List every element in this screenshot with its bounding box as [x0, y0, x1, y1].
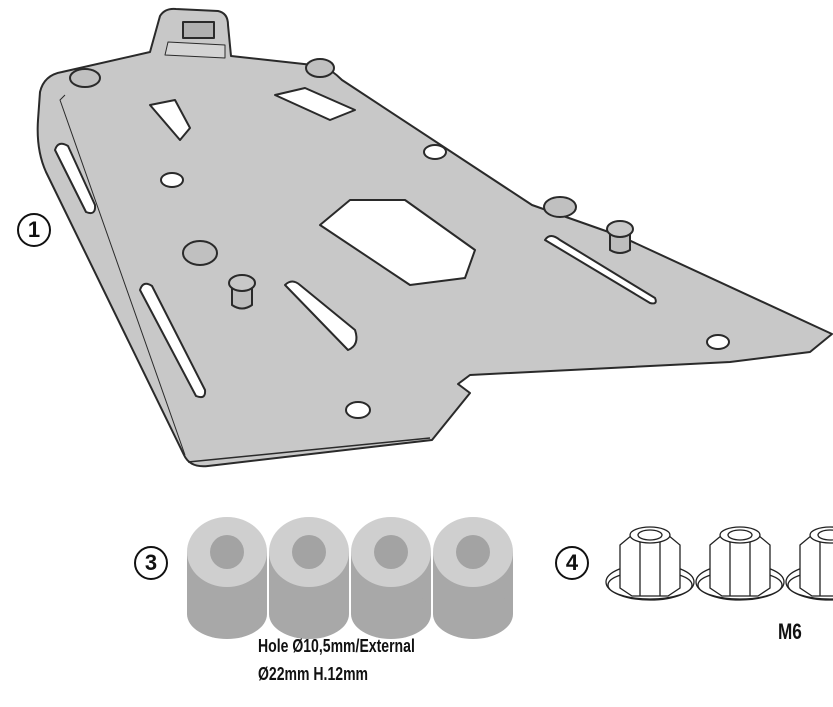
- nut-size-label: M6: [778, 619, 802, 644]
- part-callout-3: 3: [134, 546, 168, 580]
- rack-plate-drawing: [36, 7, 833, 468]
- spacer: [351, 517, 431, 639]
- spacer-spec-line2: Ø22mm H.12mm: [258, 664, 369, 684]
- spacer-spec-line1: Hole Ø10,5mm/External: [258, 636, 415, 656]
- nut: [605, 526, 695, 601]
- nuts-drawing: [605, 526, 833, 601]
- spacer: [269, 517, 349, 639]
- spacer: [187, 517, 267, 639]
- part-callout-4: 4: [555, 546, 589, 580]
- spacers-drawing: [187, 517, 513, 639]
- nut: [695, 526, 785, 601]
- spacer: [433, 517, 513, 639]
- nut: [785, 526, 833, 601]
- part-callout-1: 1: [17, 213, 51, 247]
